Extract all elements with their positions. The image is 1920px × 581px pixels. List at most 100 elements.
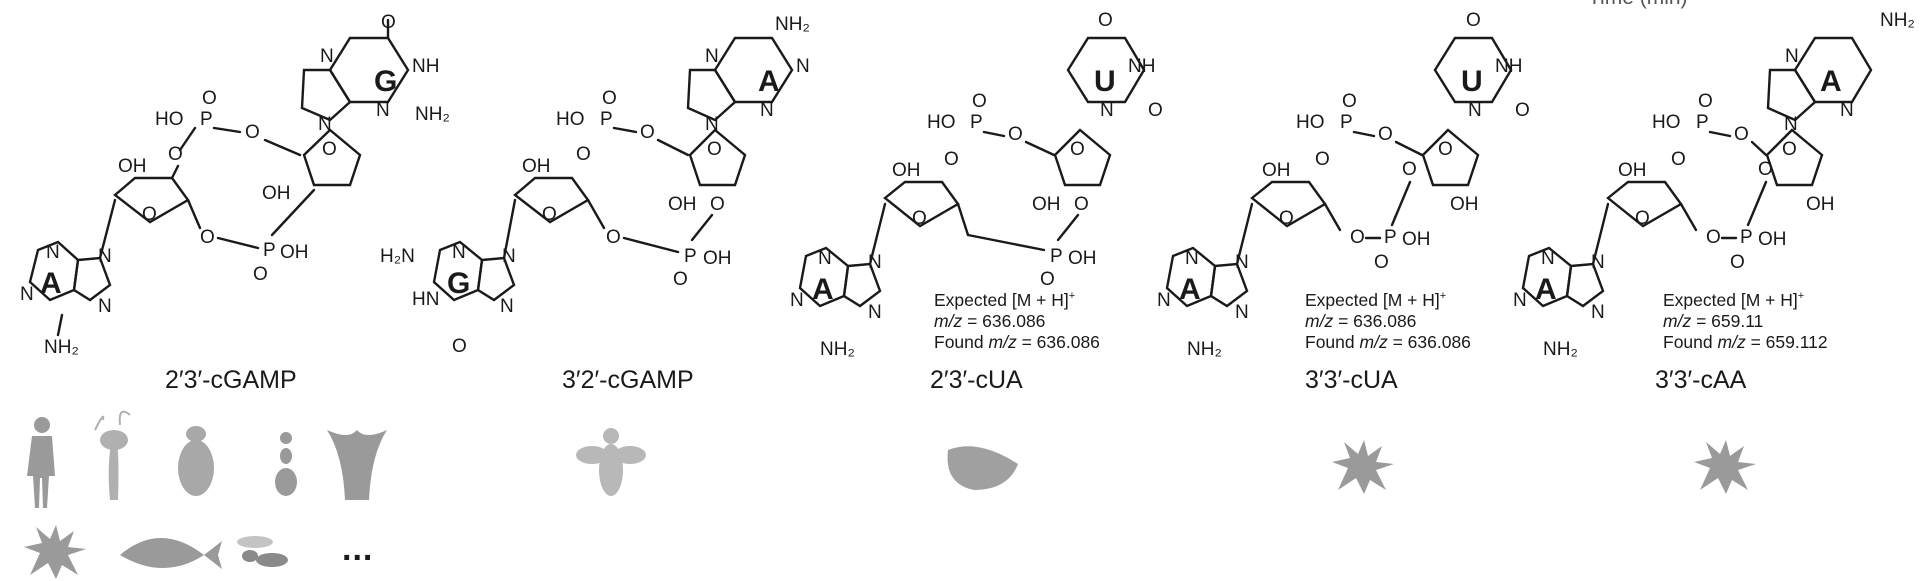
charge-superscript: + <box>1797 290 1805 302</box>
found-mz: 636.086 <box>1407 331 1471 352</box>
atom-n: N <box>500 296 514 317</box>
atom-n: N <box>1468 100 1482 121</box>
molecule-2: NH₂ N N N N A O OH O HO P O O O O OH O P… <box>380 14 810 357</box>
molecule-1: O NH NH₂ N N N G O OH HO P O O O O OH <box>20 12 450 358</box>
atom-o: O <box>1350 227 1365 248</box>
atom-o: O <box>1438 139 1453 160</box>
atom-oh: OH <box>1758 229 1787 250</box>
atom-p: P <box>1340 112 1353 133</box>
atom-o: O <box>381 12 396 33</box>
atom-oh: OH <box>668 194 697 215</box>
atom-o: O <box>1782 139 1797 160</box>
atom-o: O <box>944 149 959 170</box>
atom-o: O <box>452 336 467 357</box>
atom-o: O <box>253 264 268 285</box>
mass-spec-annotation: Expected [M + H]+ m/z = 636.086 Found m/… <box>934 289 1100 352</box>
atom-o: O <box>1074 194 1089 215</box>
expected-label: Expected [M + H] <box>934 289 1069 310</box>
atom-n: N <box>20 284 34 305</box>
atom-o: O <box>1279 208 1294 229</box>
atom-o: O <box>673 269 688 290</box>
atom-p: P <box>970 112 983 133</box>
atom-nh2: NH₂ <box>1543 339 1578 360</box>
fly-icon <box>576 428 646 496</box>
atom-o: O <box>1402 159 1417 180</box>
atom-n: N <box>868 252 882 273</box>
atom-o: O <box>602 88 617 109</box>
atom-n: N <box>1591 252 1605 273</box>
atom-n: N <box>320 46 334 67</box>
atom-n: N <box>376 100 390 121</box>
mass-spec-annotation: Expected [M + H]+ m/z = 636.086 Found m/… <box>1305 289 1471 352</box>
human-icon <box>27 417 55 508</box>
atom-oh: OH <box>280 242 309 263</box>
expected-label: Expected [M + H] <box>1663 289 1798 310</box>
mz-prefix: m/z <box>1359 331 1388 352</box>
expected-mz: 636.086 <box>1353 310 1417 331</box>
atom-nh2: NH₂ <box>775 14 810 35</box>
coral-icon <box>24 525 86 579</box>
atom-o: O <box>542 204 557 225</box>
atom-h2n: H₂N <box>380 246 415 267</box>
atom-o: O <box>606 227 621 248</box>
atom-n: N <box>1513 290 1527 311</box>
atom-n: N <box>760 100 774 121</box>
atom-oh: OH <box>1402 229 1431 250</box>
oyster-icon <box>947 446 1018 490</box>
atom-p: P <box>1740 227 1753 248</box>
atom-nh2: NH₂ <box>44 337 79 358</box>
atom-ho: HO <box>556 109 585 130</box>
atom-n: N <box>46 242 60 263</box>
atom-n: N <box>1185 248 1199 269</box>
atom-o: O <box>200 227 215 248</box>
atom-oh: OH <box>1032 194 1061 215</box>
atom-ho: HO <box>1652 112 1681 133</box>
found-mz: 659.112 <box>1765 331 1828 352</box>
molecule-4: O NH O N U O O OH HO P O O O O OH O P OH… <box>1157 10 1530 360</box>
atom-o: O <box>576 144 591 165</box>
atom-n: N <box>452 242 466 263</box>
atom-o: O <box>1758 159 1773 180</box>
atom-n: N <box>502 246 516 267</box>
atom-nh: NH <box>412 56 439 77</box>
base-letter-a: A <box>1820 65 1842 98</box>
base-letter-a: A <box>812 273 834 306</box>
fish-icon <box>120 538 222 569</box>
atom-n: N <box>1840 100 1854 121</box>
coral-icon <box>1332 440 1394 494</box>
atom-o: O <box>1635 208 1650 229</box>
atom-o: O <box>710 194 725 215</box>
atom-nh: NH <box>1495 56 1522 77</box>
ant-icon <box>275 432 297 496</box>
atom-oh: OH <box>703 248 732 269</box>
atom-o: O <box>1671 149 1686 170</box>
atom-o: O <box>1008 124 1023 145</box>
compound-name: 3′3′-cUA <box>1305 366 1398 394</box>
cut-axis-label: Time (min) <box>1588 0 1688 10</box>
wasp-icon <box>237 536 288 567</box>
expected-label: Expected [M + H] <box>1305 289 1440 310</box>
found-prefix: Found <box>1663 331 1713 352</box>
atom-o: O <box>202 88 217 109</box>
atom-oh: OH <box>262 183 291 204</box>
atom-n: N <box>1541 248 1555 269</box>
atom-n: N <box>1235 302 1249 323</box>
base-letter-g: G <box>374 65 397 98</box>
atom-ho: HO <box>927 112 956 133</box>
atom-o: O <box>1315 149 1330 170</box>
charge-superscript: + <box>1068 290 1076 302</box>
atom-oh: OH <box>1450 194 1479 215</box>
atom-o: O <box>972 91 987 112</box>
atom-o: O <box>1148 100 1163 121</box>
atom-oh: OH <box>892 160 921 181</box>
atom-o: O <box>1374 252 1389 273</box>
atom-nh2: NH₂ <box>1187 339 1222 360</box>
base-letter-u: U <box>1461 65 1483 98</box>
atom-oh: OH <box>1806 194 1835 215</box>
atom-nh2: NH₂ <box>1880 10 1915 31</box>
molecule-5: NH₂ N N N A O O OH HO P O O O O OH O P O… <box>1513 10 1915 360</box>
atom-nh2: NH₂ <box>415 104 450 125</box>
atom-o: O <box>640 122 655 143</box>
atom-n: N <box>1157 290 1171 311</box>
